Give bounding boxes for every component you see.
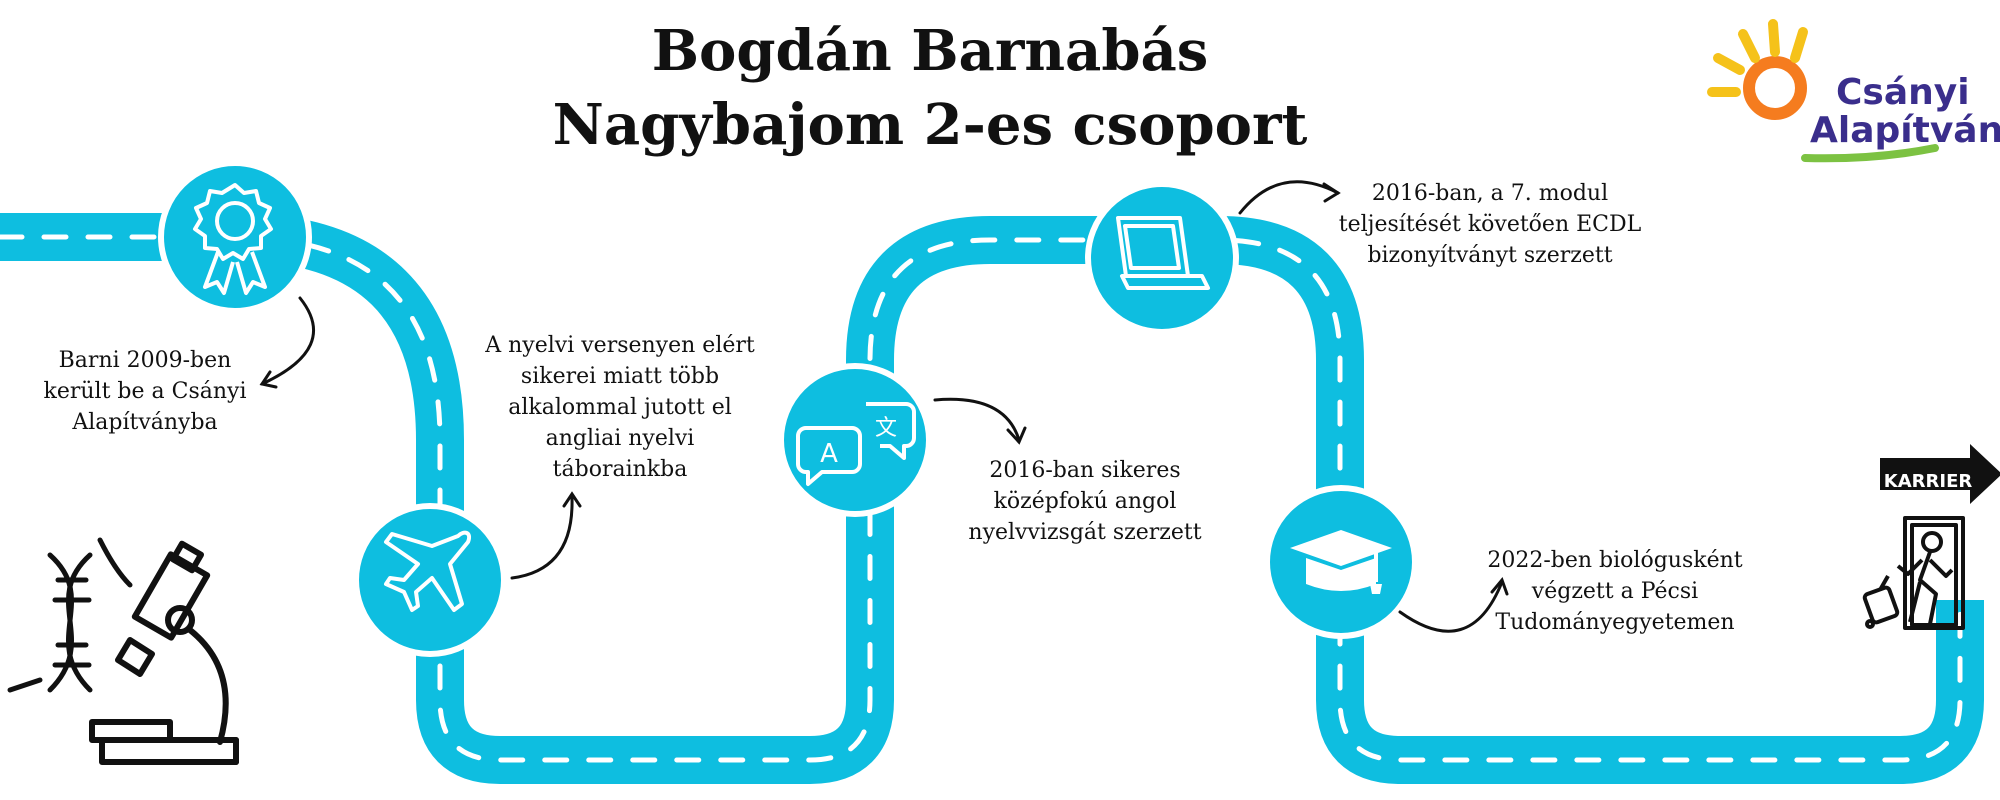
milestone-translate: A 文: [778, 363, 932, 517]
arrow-1: [260, 296, 316, 386]
laptop-icon: [1116, 216, 1210, 290]
arrow-5: [1398, 580, 1504, 633]
logo-emblem: [1707, 19, 1939, 163]
milestone-laptop: [1085, 181, 1239, 335]
road-dashes: [0, 234, 1963, 763]
award-ribbon-icon: [193, 183, 273, 295]
karrier-sign: [1880, 444, 2000, 504]
milestone-note-4: 2016-ban, a 7. modul teljesítését követő…: [1338, 181, 1642, 268]
milestone-note-2: A nyelvi versenyen elért sikerei miatt t…: [485, 333, 755, 482]
svg-text:A: A: [820, 439, 838, 469]
airplane-icon: [384, 530, 471, 612]
milestone-award: [158, 160, 312, 314]
logo-text-line2: Alapítvány: [1810, 110, 2000, 151]
pointer-arrows: [259, 180, 1509, 633]
translate-icon: A 文: [796, 402, 916, 486]
road: [0, 213, 1984, 784]
milestone-note-1: Barni 2009-ben került be a Csányi Alapít…: [43, 348, 247, 435]
arrow-2: [510, 496, 574, 580]
svg-text:文: 文: [875, 416, 897, 441]
logo-text-line1: Csányi: [1836, 72, 1970, 113]
arrow-4: [1238, 180, 1340, 215]
karrier-label: KARRIER: [1883, 471, 1973, 492]
page-title-line1: Bogdán Barnabás: [651, 18, 1209, 84]
milestone-note-5: 2022-ben biológusként végzett a Pécsi Tu…: [1487, 548, 1743, 635]
arrow-3: [933, 397, 1021, 442]
page-title-line2: Nagybajom 2-es csoport: [552, 92, 1308, 158]
dna-icon: [7, 537, 133, 693]
microscope-icon: [89, 540, 239, 765]
milestone-graduation: [1264, 485, 1418, 639]
milestone-note-3: 2016-ban sikeres középfokú angol nyelvvi…: [968, 458, 1202, 545]
graduation-cap-icon: [1290, 530, 1392, 594]
exit-door-traveler-icon: [1862, 516, 1965, 630]
milestone-airplane: [353, 503, 507, 657]
